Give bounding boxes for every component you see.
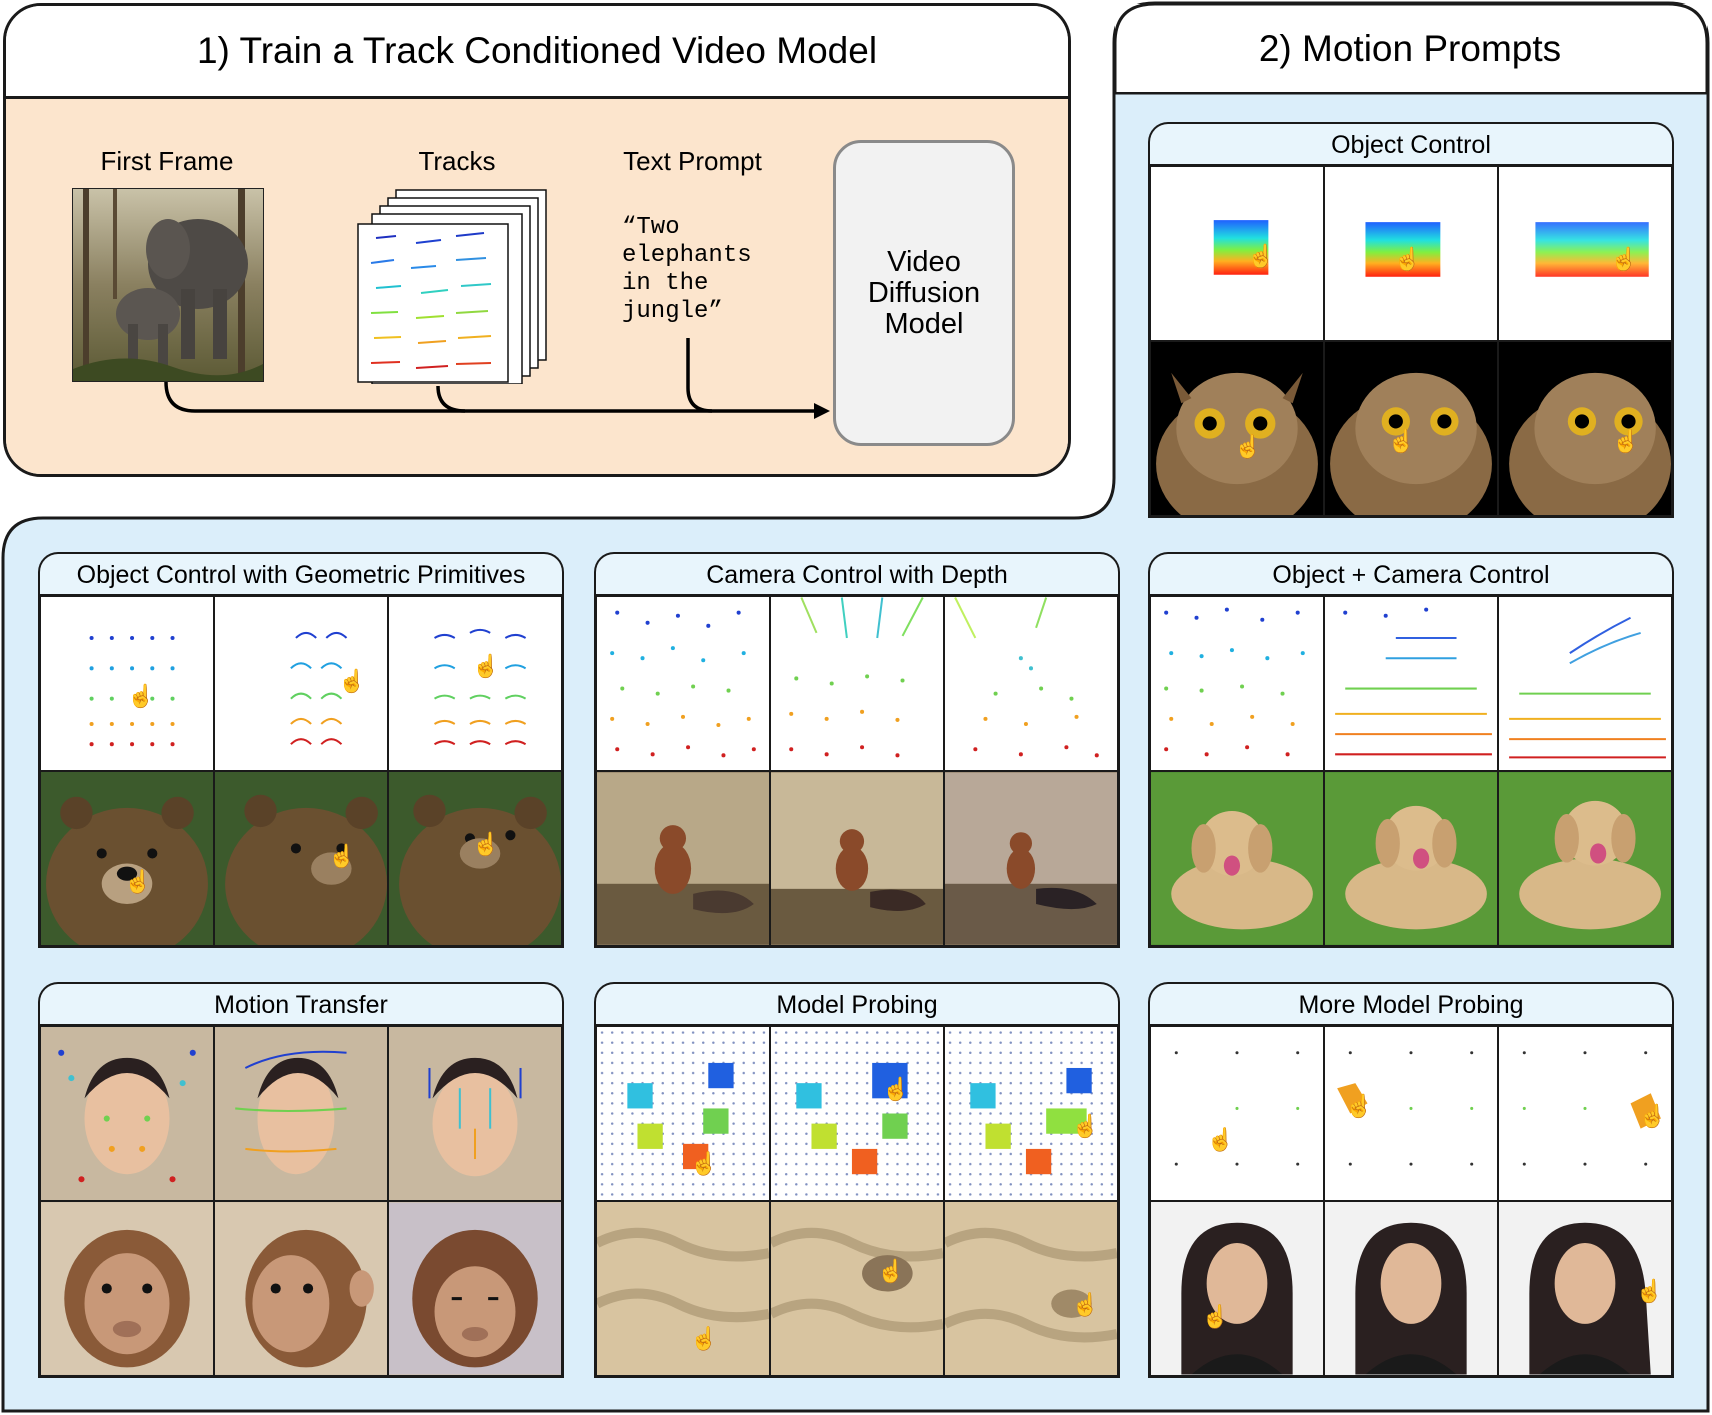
track-visualization: ☝ — [1535, 222, 1649, 277]
hand-cursor-icon: ☝ — [328, 843, 356, 870]
track-visualization: ☝ — [1213, 220, 1275, 275]
first-frame-label: First Frame — [100, 146, 234, 176]
track-visualization — [1509, 616, 1666, 759]
panel-title: Object Control — [1148, 122, 1674, 166]
monkey-frame — [389, 1202, 561, 1375]
bear-frame: ☝ — [46, 796, 208, 945]
panel-title: More Model Probing — [1148, 982, 1674, 1026]
track-visualization: ☝ — [945, 1027, 1117, 1200]
woman-frame — [1325, 1202, 1497, 1375]
panel-grid — [38, 1024, 564, 1378]
section2-title: 2) Motion Prompts — [1258, 27, 1562, 69]
bear-frame: ☝ — [225, 794, 387, 945]
hand-cursor-icon: ☝ — [1071, 1291, 1099, 1318]
hand-cursor-icon: ☝ — [472, 830, 500, 857]
panel-title: Motion Transfer — [38, 982, 564, 1026]
monkey-frame — [41, 1202, 213, 1375]
panel-title: Object + Camera Control — [1148, 552, 1674, 596]
hand-cursor-icon: ☝ — [1247, 243, 1275, 270]
face-frame — [41, 1027, 213, 1200]
squirrel-frame — [597, 772, 769, 945]
track-visualization — [954, 597, 1099, 758]
hand-cursor-icon: ☝ — [690, 1325, 718, 1352]
owl-frame: ☝ — [1330, 372, 1492, 515]
panel-grid — [1148, 594, 1674, 948]
dog-frame — [1499, 772, 1671, 945]
text-prompt-label: Text Prompt — [623, 146, 762, 176]
panel-title: Model Probing — [594, 982, 1120, 1026]
track-visualization: ☝ — [1365, 222, 1441, 277]
hand-cursor-icon: ☝ — [1388, 428, 1416, 455]
face-frame — [389, 1027, 561, 1200]
hand-cursor-icon: ☝ — [472, 652, 500, 679]
track-visualization — [789, 597, 924, 758]
panel-grid: ☝ ☝ ☝ ☝ ☝ — [1148, 1024, 1674, 1378]
hand-cursor-icon: ☝ — [1639, 1103, 1667, 1130]
track-visualization — [1335, 607, 1492, 756]
hand-cursor-icon: ☝ — [1610, 246, 1638, 273]
panel-grid: ☝ ☝ ☝ ☝ ☝ ☝ — [594, 1024, 1120, 1378]
hand-cursor-icon: ☝ — [690, 1150, 718, 1177]
owl-frame: ☝ — [1509, 372, 1671, 515]
hand-cursor-icon: ☝ — [1345, 1093, 1373, 1120]
panel-grid — [594, 594, 1120, 948]
woman-frame: ☝ — [1151, 1202, 1323, 1375]
track-visualization — [1164, 607, 1305, 757]
hand-cursor-icon: ☝ — [124, 868, 152, 895]
woman-frame: ☝ — [1499, 1202, 1671, 1375]
hand-cursor-icon: ☝ — [1207, 1126, 1235, 1153]
hand-cursor-icon: ☝ — [882, 1075, 910, 1102]
panel-model-probing: Model Probing ☝ ☝ ☝ ☝ ☝ ☝ — [594, 982, 1120, 1378]
track-visualization: ☝ — [771, 1027, 943, 1200]
sand-frame: ☝ — [945, 1202, 1117, 1375]
track-visualization: ☝ — [597, 1027, 769, 1200]
panel-title: Camera Control with Depth — [594, 552, 1120, 596]
squirrel-frame — [771, 772, 943, 945]
panel-camera-control-depth: Camera Control with Depth — [594, 552, 1120, 948]
bear-frame: ☝ — [399, 794, 561, 945]
squirrel-frame — [945, 772, 1117, 945]
tracks-stack-image — [357, 189, 547, 384]
dog-frame — [1325, 772, 1497, 945]
sand-frame: ☝ — [771, 1202, 943, 1375]
track-visualization — [610, 610, 756, 758]
face-frame — [215, 1027, 387, 1200]
sand-frame: ☝ — [597, 1202, 769, 1375]
hand-cursor-icon: ☝ — [877, 1257, 905, 1284]
model-label: Video Diffusion Model — [867, 245, 981, 340]
track-visualization: ☝ — [1522, 1051, 1667, 1166]
panel-object-camera-control: Object + Camera Control — [1148, 552, 1674, 948]
tracks-label: Tracks — [418, 146, 496, 176]
hand-cursor-icon: ☝ — [1202, 1303, 1230, 1330]
track-visualization: ☝ — [89, 635, 175, 747]
monkey-frame — [215, 1202, 387, 1375]
hand-cursor-icon: ☝ — [1234, 433, 1262, 460]
panel-more-model-probing: More Model Probing ☝ ☝ ☝ ☝ ☝ — [1148, 982, 1674, 1378]
track-visualization: ☝ — [1337, 1051, 1474, 1166]
panel-object-control: Object Control ☝ ☝ ☝ ☝ ☝ ☝ — [1148, 122, 1674, 518]
track-visualization: ☝ — [290, 631, 366, 745]
section1-title: 1) Train a Track Conditioned Video Model — [6, 6, 1068, 99]
panel-geometric-primitives: Object Control with Geometric Primitives… — [38, 552, 564, 948]
prompt-text: “Two elephants in the jungle” — [622, 214, 752, 325]
track-visualization: ☝ — [434, 628, 527, 746]
hand-cursor-icon: ☝ — [1636, 1278, 1664, 1305]
panel-grid: ☝ ☝ ☝ ☝ ☝ ☝ — [1148, 164, 1674, 518]
first-frame-image — [72, 188, 264, 382]
hand-cursor-icon: ☝ — [1071, 1113, 1099, 1140]
track-visualization: ☝ — [1174, 1051, 1300, 1166]
hand-cursor-icon: ☝ — [1612, 428, 1640, 455]
video-diffusion-model-box: Video Diffusion Model — [833, 140, 1015, 446]
owl-frame: ☝ — [1156, 372, 1318, 515]
dog-frame — [1151, 772, 1323, 945]
hand-cursor-icon: ☝ — [338, 668, 366, 695]
input-arrows — [164, 338, 830, 419]
panel-title: Object Control with Geometric Primitives — [38, 552, 564, 596]
panel-grid: ☝ ☝ ☝ ☝ ☝ ☝ — [38, 594, 564, 948]
hand-cursor-icon: ☝ — [127, 683, 155, 710]
hand-cursor-icon: ☝ — [1394, 246, 1422, 273]
panel-motion-transfer: Motion Transfer — [38, 982, 564, 1378]
